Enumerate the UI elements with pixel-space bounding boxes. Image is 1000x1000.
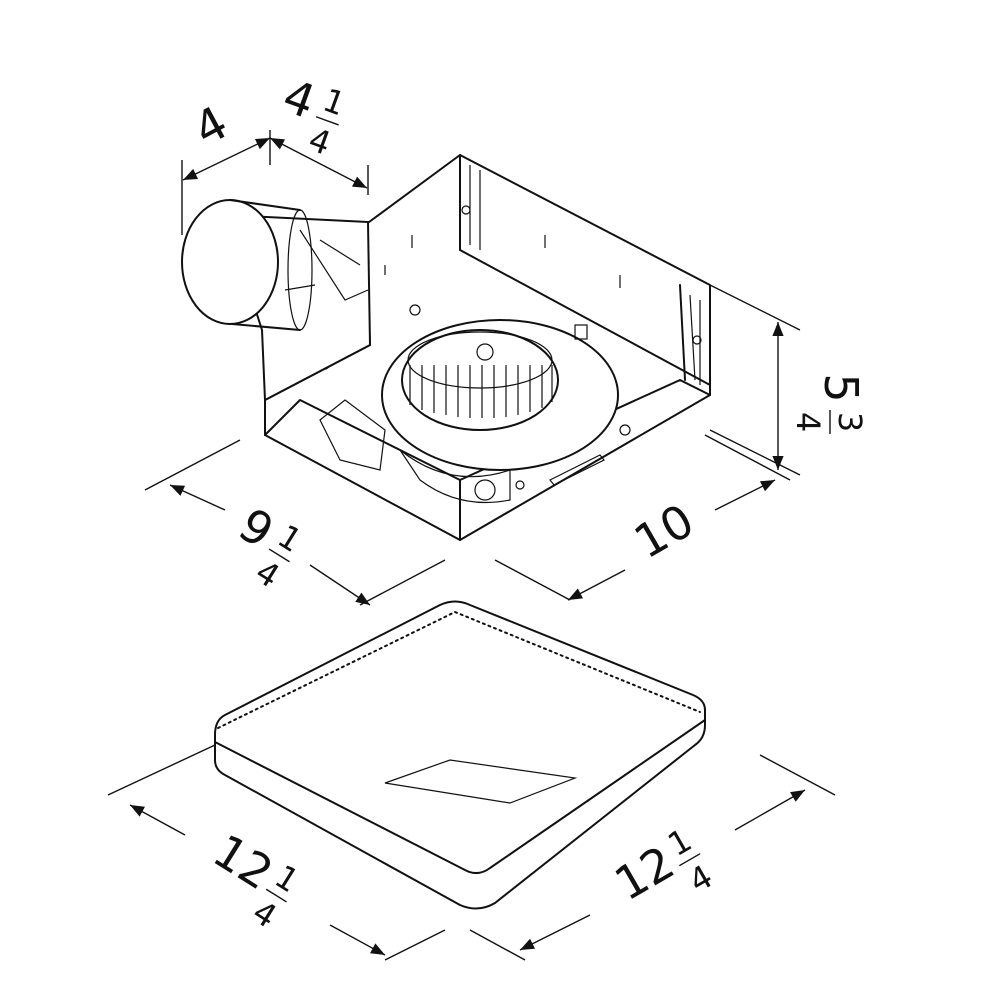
- grille: [214, 600, 706, 910]
- svg-text:4: 4: [185, 95, 236, 156]
- dim-label-housing-height: 5 3 4: [789, 373, 869, 434]
- dimension-lines: [107, 130, 836, 961]
- svg-text:4: 4: [246, 893, 283, 936]
- svg-text:1: 1: [318, 81, 350, 124]
- svg-text:4: 4: [249, 553, 286, 596]
- duct-connector: [181, 199, 371, 401]
- dim-label-grille-length: 12 1 4: [606, 821, 720, 911]
- dim-label-duct-depth: 4: [185, 95, 236, 156]
- svg-text:4: 4: [304, 120, 336, 163]
- svg-text:4: 4: [682, 857, 719, 900]
- svg-text:3: 3: [831, 412, 869, 432]
- svg-text:5: 5: [814, 373, 868, 402]
- dim-label-duct-length: 4 1 4: [276, 68, 350, 163]
- svg-text:4: 4: [276, 68, 322, 129]
- dim-label-grille-width: 12 1 4: [204, 823, 306, 936]
- blower-wheel: [381, 319, 619, 471]
- dim-label-housing-length: 10: [625, 493, 703, 569]
- dim-label-housing-width: 9 1 4: [230, 497, 309, 596]
- svg-text:4: 4: [789, 412, 827, 432]
- svg-text:10: 10: [625, 493, 703, 569]
- fan-housing: [264, 154, 711, 541]
